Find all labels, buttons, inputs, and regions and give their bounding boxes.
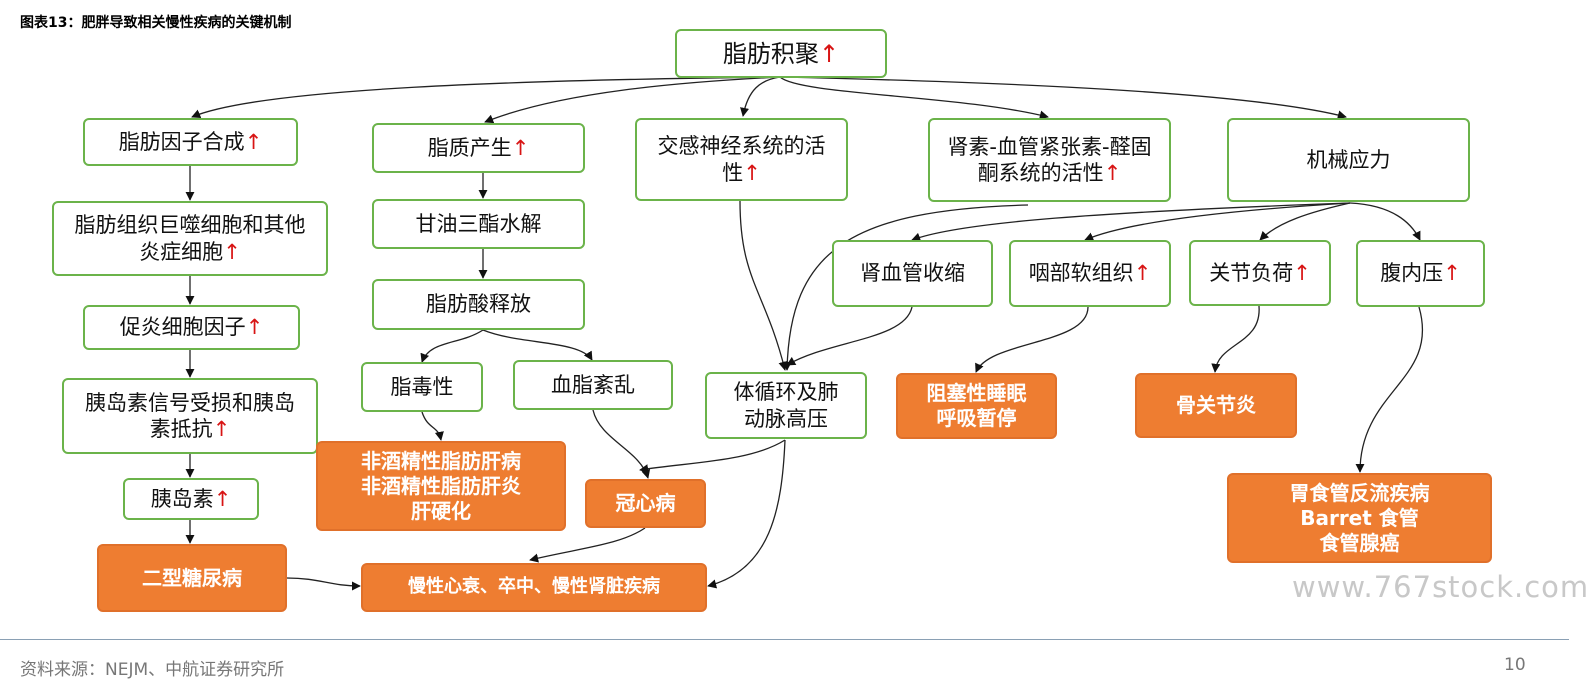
- arrow-fat-to-raas: [779, 76, 1049, 120]
- increase-arrow-icon: ↑: [818, 39, 840, 68]
- node-joint-load: 关节负荷↑: [1189, 240, 1331, 306]
- arrow-mech-to-pharyngeal: [1084, 202, 1351, 241]
- node-abdominal-pressure: 腹内压↑: [1356, 240, 1485, 307]
- node-mechanical-stress: 机械应力: [1227, 118, 1470, 202]
- arrow-ffa-to-dyslipidemia: [482, 329, 593, 361]
- outcome-chronic-diseases: 慢性心衰、卒中、慢性肾脏疾病: [361, 563, 707, 612]
- increase-arrow-icon: ↑: [1293, 260, 1311, 285]
- node-cytokine: 促炎细胞因子↑: [83, 305, 300, 350]
- increase-arrow-icon: ↑: [1443, 261, 1461, 286]
- arrow-mech-to-joint: [1259, 202, 1351, 241]
- outcome-nafld: 非酒精性脂肪肝病 非酒精性脂肪肝炎 肝硬化: [316, 441, 566, 531]
- node-raas-activity: 肾素-血管紧张素-醛固酮系统的活性↑: [928, 118, 1171, 202]
- arrow-hypertension-to-chd: [639, 439, 786, 474]
- outcome-sleep-apnea: 阻塞性睡眠 呼吸暂停: [896, 373, 1057, 439]
- node-tg-hydrolysis: 甘油三酯水解: [372, 199, 585, 249]
- increase-arrow-icon: ↑: [1133, 261, 1152, 286]
- arrow-fat-to-adipokine: [191, 76, 781, 118]
- outcome-gerd: 胃食管反流疾病 Barret 食管 食管腺癌: [1227, 473, 1492, 563]
- arrow-mech-to-abdominal: [1349, 202, 1421, 241]
- arrow-abdominal-to-gerd: [1355, 306, 1424, 473]
- source-note: 资料来源：NEJM、中航证券研究所: [20, 660, 285, 680]
- arrow-sympathetic-to-hypertension: [739, 200, 788, 371]
- increase-arrow-icon: ↑: [511, 135, 530, 160]
- arrow-joint-to-oa: [1211, 305, 1260, 373]
- node-label: 脂肪积聚: [722, 39, 819, 68]
- increase-arrow-icon: ↑: [743, 160, 761, 185]
- arrow-renal-to-hypertension: [786, 306, 913, 366]
- node-lipotoxicity: 脂毒性: [361, 362, 483, 412]
- increase-arrow-icon: ↑: [245, 315, 264, 340]
- node-sympathetic-activity: 交感神经系统的活性↑: [635, 118, 848, 201]
- arrow-chd-to-chronic: [529, 527, 646, 563]
- increase-arrow-icon: ↑: [1103, 161, 1122, 185]
- node-insulin-resistance: 胰岛素信号受损和胰岛素抵抗↑: [62, 378, 318, 454]
- arrow-hypertension-to-chronic: [707, 439, 786, 589]
- arrow-fat-to-sympathetic: [740, 76, 781, 117]
- outcome-osteoarthritis: 骨关节炎: [1135, 373, 1297, 438]
- outcome-coronary-heart-disease: 冠心病: [585, 479, 706, 528]
- increase-arrow-icon: ↑: [223, 239, 241, 264]
- node-adipokine-synthesis: 脂肪因子合成↑: [83, 118, 298, 166]
- arrow-mech-to-renal: [911, 202, 1351, 242]
- increase-arrow-icon: ↑: [213, 486, 232, 511]
- node-lipid-production: 脂质产生↑: [372, 123, 585, 173]
- arrow-ffa-to-lipotox: [420, 329, 484, 363]
- increase-arrow-icon: ↑: [212, 417, 231, 441]
- page-number: 10: [1504, 655, 1526, 675]
- node-pharyngeal-tissue: 咽部软组织↑: [1009, 240, 1171, 307]
- arrow-fat-to-lipid: [484, 76, 781, 124]
- node-hypertension: 体循环及肺动脉高压: [705, 372, 867, 439]
- footer-divider: [0, 639, 1569, 640]
- node-insulin: 胰岛素↑: [123, 478, 259, 520]
- arrow-dyslipidemia-to-chd: [592, 409, 651, 479]
- node-fat-accumulation: 脂肪积聚↑: [675, 29, 887, 78]
- node-dyslipidemia: 血脂紊乱: [513, 360, 673, 410]
- arrow-lipotox-to-nafld: [421, 411, 444, 441]
- node-ffa-release: 脂肪酸释放: [372, 279, 585, 330]
- increase-arrow-icon: ↑: [244, 129, 263, 154]
- arrow-pharyngeal-to-osa: [975, 306, 1089, 373]
- outcome-type2-diabetes: 二型糖尿病: [97, 544, 287, 612]
- watermark: www.767stock.com: [1292, 570, 1589, 604]
- node-renal-vasoconstriction: 肾血管收缩: [832, 240, 993, 307]
- arrow-fat-to-mech: [779, 76, 1347, 120]
- node-macrophage: 脂肪组织巨噬细胞和其他炎症细胞↑: [52, 201, 328, 276]
- figure-title: 图表13：肥胖导致相关慢性疾病的关键机制: [20, 15, 292, 31]
- arrow-t2d-to-chronic: [286, 577, 361, 591]
